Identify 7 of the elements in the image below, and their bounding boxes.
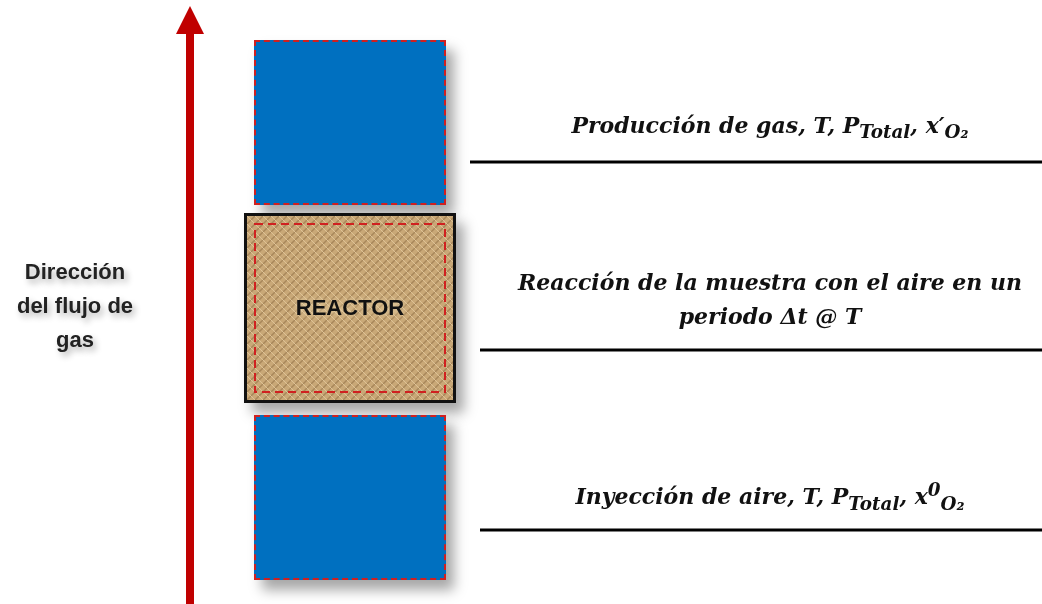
- stage-label: Reacción de la muestra con el aire en un periodo Δt @ T: [516, 268, 1023, 331]
- packed-bed-block: [254, 415, 446, 580]
- packed-bed-block: [254, 40, 446, 205]
- reactor-label: REACTOR: [295, 295, 405, 321]
- axis-label: Dirección del flujo de gas: [15, 258, 135, 354]
- stage-label: Producción de gas, T, P$_{Total}$, x′$_{O₂}$: [570, 111, 970, 145]
- reactor-box: [244, 213, 456, 403]
